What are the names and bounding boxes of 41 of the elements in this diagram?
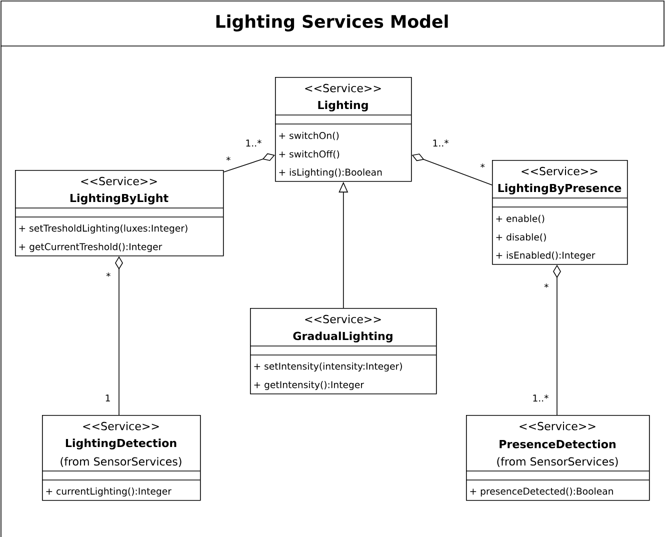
stereotype-label: <<Service>> (305, 84, 381, 92)
multiplicity-label: * (106, 272, 110, 277)
class-name: LightingDetection (66, 438, 176, 450)
method-label: + getCurrentTreshold():Integer (19, 243, 162, 252)
diagram-title: Lighting Services Model (216, 14, 448, 32)
multiplicity-label: 1..* (246, 140, 262, 146)
class-name: LightingByPresence (498, 184, 622, 194)
package-label: (from SensorServices) (60, 457, 182, 467)
class-name: Lighting (318, 100, 368, 112)
method-label: + disable() (496, 233, 546, 242)
class-box (42, 415, 201, 501)
stereotype-label: <<Service>> (83, 422, 159, 430)
class-box (250, 308, 437, 394)
multiplicity-label: 1 (106, 394, 110, 402)
multiplicity-label: 1..* (533, 394, 548, 402)
class-box (466, 415, 650, 501)
stereotype-label: <<Service>> (520, 422, 596, 430)
stereotype-label: <<Service>> (305, 314, 381, 324)
method-label: + enable() (496, 214, 544, 224)
stereotype-label: <<Service>> (522, 166, 598, 176)
method-label: + isLighting():Boolean (279, 168, 382, 178)
method-label: + presenceDetected():Boolean (470, 488, 613, 497)
method-label: + setTresholdLighting(luxes:Integer) (19, 224, 188, 234)
class-name: PresenceDetection (500, 440, 616, 448)
multiplicity-label: 1..* (433, 140, 449, 146)
method-label: + setIntensity(intensity:Integer) (254, 362, 402, 372)
method-label: + switchOn() (279, 132, 339, 140)
class-box (274, 77, 412, 182)
method-label: + switchOff() (279, 150, 340, 159)
class-box (14, 170, 224, 256)
class-name: GradualLighting (293, 332, 392, 342)
class-name: LightingByLight (70, 194, 168, 204)
method-label: + isEnabled():Integer (496, 252, 596, 261)
stereotype-label: <<Service>> (81, 176, 157, 186)
package-label: (from SensorServices) (497, 457, 618, 467)
multiplicity-label: * (226, 156, 230, 161)
class-box (492, 160, 628, 265)
multiplicity-label: * (544, 284, 548, 288)
method-label: + currentLighting():Integer (46, 488, 172, 497)
aggregation-line (223, 153, 275, 172)
method-label: + getIntensity():Integer (254, 381, 364, 390)
